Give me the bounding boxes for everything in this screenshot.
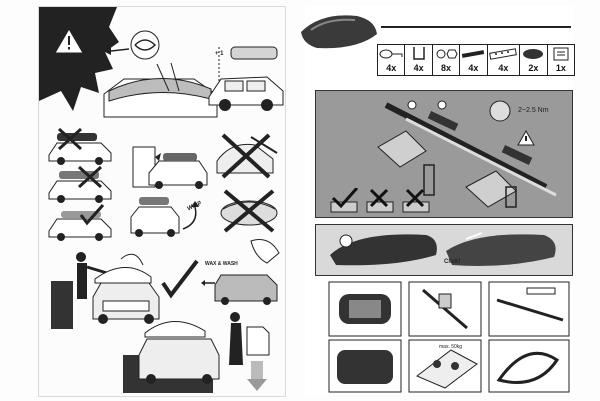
part-count: 4x: [386, 63, 397, 73]
tangled-straps-crossed: [220, 189, 278, 233]
part-cell: 2x: [520, 45, 548, 75]
clamp-check-examples: [330, 188, 430, 213]
mounting-illustration: [377, 100, 557, 208]
max-load-label: max. 50kg: [439, 344, 463, 350]
part-cell: 1x: [548, 45, 574, 75]
part-count: 8x: [440, 63, 451, 73]
click-label: Click!: [444, 259, 461, 265]
cap-icon: [523, 49, 544, 59]
part-cell: 4x: [405, 45, 433, 75]
person-loading-box-illustration: [51, 252, 199, 329]
washer-nut-icon: [436, 49, 458, 59]
header-rule: [381, 26, 571, 28]
boot-open-crossed: [216, 133, 278, 179]
mounting-panel: 2~2.5 Nm: [315, 90, 573, 218]
part-cell: 8x: [433, 45, 461, 75]
person-unloading-illustration: [123, 312, 270, 393]
part-count: 4x: [468, 63, 479, 73]
steps-illustrations: [328, 281, 570, 393]
plate-icon: [489, 48, 518, 60]
warning-burst: [39, 7, 119, 111]
car-roof-strap-illustration: [103, 30, 218, 118]
wax-wash-label: WAX & WASH: [205, 261, 238, 267]
part-count: 4x: [413, 63, 424, 73]
roof-box-product-image: [301, 15, 377, 49]
key-icon: [379, 49, 403, 59]
box-closing-illustration: [330, 232, 556, 266]
bar-strip-icon: [462, 50, 485, 58]
steps-grid: max. 50kg: [327, 280, 571, 394]
part-count: 2x: [528, 63, 539, 73]
car-rear-rotate-illustration: [130, 197, 199, 237]
part-cell: 4x: [378, 45, 406, 75]
part-cell: 4x: [460, 45, 488, 75]
box-closing-panel: Click!: [315, 224, 573, 276]
part-count: 1x: [555, 63, 566, 73]
wax-wash-illustration: [201, 239, 280, 305]
left-page: + 1: [38, 6, 286, 397]
car-side-height-illustration: [208, 46, 284, 111]
part-count: 4x: [498, 63, 509, 73]
right-page: 4x 4x 8x 4x 4x 2x: [301, 6, 575, 395]
u-bolt-icon: [412, 47, 425, 60]
manual-icon: [553, 47, 569, 61]
torque-label: 2~2.5 Nm: [518, 107, 549, 114]
plus-one-label: + 1: [215, 51, 224, 57]
garage-door-illustration: [132, 146, 208, 189]
parts-list: 4x 4x 8x 4x 4x 2x: [377, 44, 575, 76]
box-position-examples: [48, 127, 112, 241]
part-cell: 4x: [488, 45, 521, 75]
